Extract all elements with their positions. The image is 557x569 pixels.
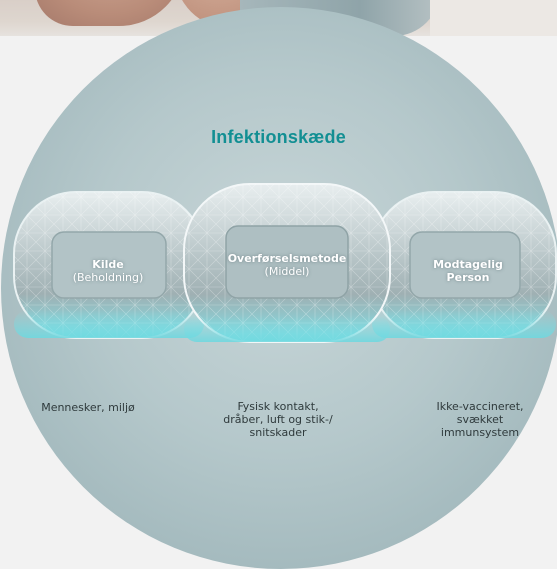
link-subtitle: (Middel)	[265, 265, 310, 278]
link-name: Overførselsmetode	[205, 252, 369, 265]
hand-shape	[35, 0, 185, 26]
link-subtitle: (Beholdning)	[73, 271, 144, 284]
description-line: svækket	[412, 413, 548, 426]
link-name: Kilde	[28, 258, 188, 271]
link-description: Fysisk kontakt, dråber, luft og stik-/ s…	[203, 400, 353, 439]
link-description: Mennesker, miljø	[8, 401, 168, 414]
link-label-susceptible: Modtagelig Person	[398, 258, 538, 284]
description-line: Mennesker, miljø	[8, 401, 168, 414]
description-line: snitskader	[203, 426, 353, 439]
diagram-title: Infektionskæde	[0, 127, 557, 148]
description-line: dråber, luft og stik-/	[203, 413, 353, 426]
link-description: Ikke-vaccineret, svækket immunsystem	[412, 400, 548, 439]
photo-background	[430, 0, 557, 36]
description-line: Fysisk kontakt,	[203, 400, 353, 413]
link-name: Modtagelig	[398, 258, 538, 271]
link-name: Person	[398, 271, 538, 284]
link-label-transmission: Overførselsmetode (Middel)	[205, 252, 369, 278]
description-line: Ikke-vaccineret,	[412, 400, 548, 413]
link-label-source: Kilde (Beholdning)	[28, 258, 188, 284]
description-line: immunsystem	[412, 426, 548, 439]
